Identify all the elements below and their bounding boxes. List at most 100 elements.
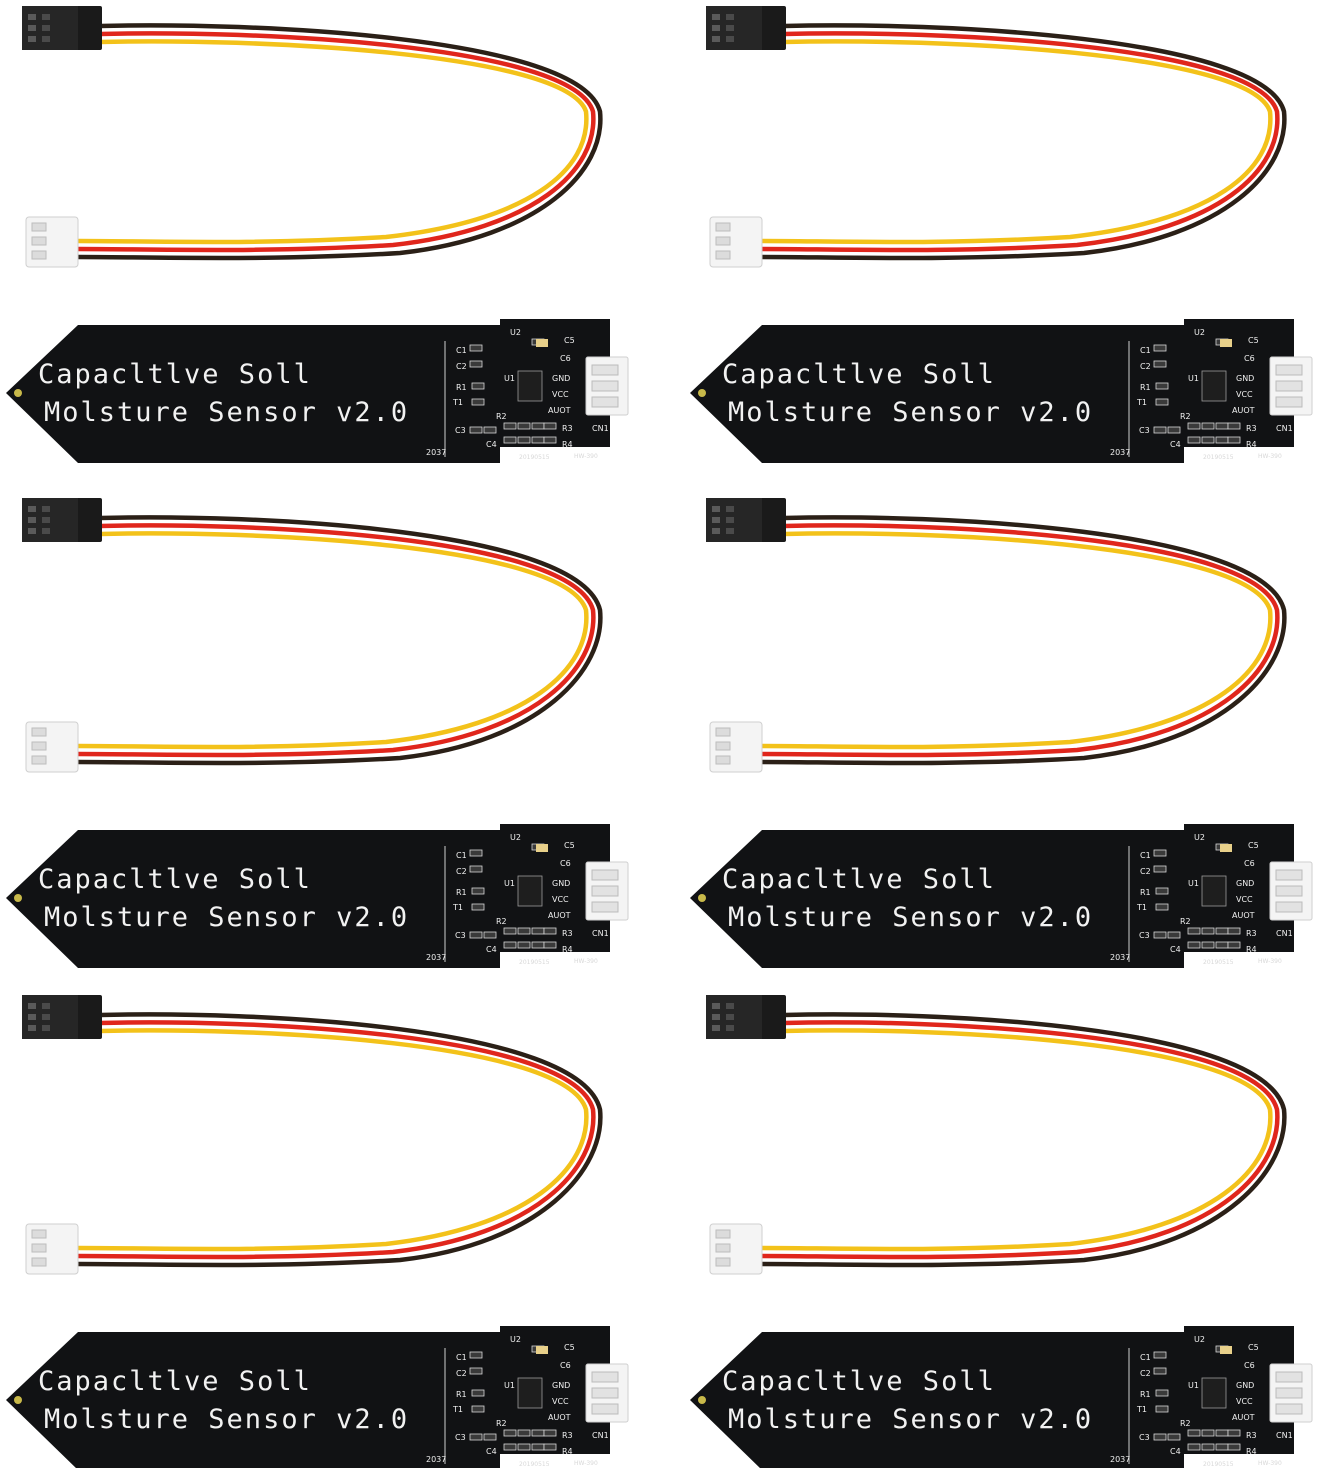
dupont-pin-hole (42, 528, 50, 534)
smd-component (1227, 941, 1241, 949)
smd-component (1215, 941, 1229, 949)
smd-component (543, 1429, 557, 1437)
model-label: HW-390 (574, 1460, 598, 1467)
dupont-pin-hole (712, 25, 720, 31)
silk-label: C5 (564, 336, 575, 345)
pcb-jst-slot (1275, 869, 1303, 881)
smd-component (1215, 927, 1229, 935)
smd-component (1155, 382, 1169, 390)
dupont-pin-hole (712, 1025, 720, 1031)
yellow-wire (75, 1028, 589, 1252)
pcb-jst-slot (591, 869, 619, 881)
silk-label: C4 (1170, 440, 1181, 449)
smd-component (1167, 1433, 1181, 1441)
silk-label: VCC (1236, 1397, 1253, 1406)
silk-label: T1 (452, 903, 463, 912)
silk-label: C2 (456, 362, 467, 371)
dupont-pin-hole (28, 517, 36, 523)
red-wire (759, 523, 1280, 758)
pcb-jst-slot (1275, 885, 1303, 897)
smd-component (531, 436, 545, 444)
smd-component (1153, 931, 1167, 939)
red-wire (759, 31, 1280, 253)
silk-label: C1 (456, 851, 467, 860)
jst-pin (715, 222, 731, 232)
silk-label: R4 (562, 440, 573, 449)
dupont-pin-hole (712, 1014, 720, 1020)
smd-component (483, 931, 497, 939)
dupont-pin-hole (712, 528, 720, 534)
silk-label: U1 (1188, 1381, 1199, 1390)
silk-label: R3 (562, 424, 573, 433)
smd-component (517, 1443, 531, 1451)
pcb-title-line2: Molsture Sensor v2.0 (44, 1404, 409, 1435)
jst-pin (31, 236, 47, 246)
part-code: 2037 (1110, 953, 1130, 962)
silk-label: R4 (1246, 945, 1257, 954)
silk-label: CN1 (1276, 929, 1293, 938)
dupont-pin-hole (42, 25, 50, 31)
smd-component (531, 1443, 545, 1451)
smd-component (517, 941, 531, 949)
black-wire (759, 23, 1287, 261)
jst-pin (31, 755, 47, 765)
ic-chip (517, 370, 543, 402)
dupont-pin-hole (726, 1003, 734, 1009)
pcb-jst-slot (591, 1387, 619, 1399)
silk-label: U2 (1194, 328, 1205, 337)
smd-component (543, 927, 557, 935)
dupont-pin-hole (726, 1025, 734, 1031)
pcb-jst-slot (1275, 1371, 1303, 1383)
silk-label: C4 (486, 945, 497, 954)
silk-label: C3 (1139, 1433, 1150, 1442)
silk-label: C3 (455, 931, 466, 940)
silk-label: C1 (1140, 851, 1151, 860)
part-code: 2037 (426, 953, 446, 962)
pcb-jst-slot (591, 364, 619, 376)
smd-component (483, 426, 497, 434)
jst-pin (31, 250, 47, 260)
smd-component (469, 931, 483, 939)
smd-component (1201, 941, 1215, 949)
jst-connector (25, 1223, 79, 1275)
smd-component (1155, 1405, 1169, 1413)
jst-pin (31, 727, 47, 737)
dupont-pin-hole (726, 1014, 734, 1020)
jst-pin (31, 1257, 47, 1267)
model-label: HW-390 (1258, 453, 1282, 460)
jst-pin (715, 741, 731, 751)
smd-component (517, 927, 531, 935)
jumper-cable (75, 515, 603, 766)
silk-label: R3 (562, 1431, 573, 1440)
dupont-pin-hole (42, 1025, 50, 1031)
smd-component (1153, 865, 1167, 873)
dupont-connector (22, 498, 102, 542)
silk-label: VCC (552, 895, 569, 904)
pcb-via (14, 389, 22, 397)
silk-label: C4 (486, 440, 497, 449)
silk-label: C2 (456, 867, 467, 876)
pcb-jst-slot (1275, 901, 1303, 913)
dupont-pin-hole (28, 1025, 36, 1031)
silk-label: C3 (455, 426, 466, 435)
silk-label: T1 (452, 398, 463, 407)
smd-component (469, 1351, 483, 1359)
silk-label: VCC (1236, 390, 1253, 399)
silk-label: C6 (1244, 354, 1255, 363)
smd-capacitor (536, 1346, 548, 1354)
part-code: 2037 (1110, 1455, 1130, 1464)
silk-label: R3 (1246, 1431, 1257, 1440)
silk-label: C5 (564, 841, 575, 850)
silk-label: R2 (496, 917, 507, 926)
silk-label: C5 (1248, 336, 1259, 345)
pcb-board (690, 319, 1294, 463)
dupont-pin-hole (42, 1003, 50, 1009)
pcb-jst-slot (591, 1403, 619, 1415)
part-code: 2037 (426, 1455, 446, 1464)
